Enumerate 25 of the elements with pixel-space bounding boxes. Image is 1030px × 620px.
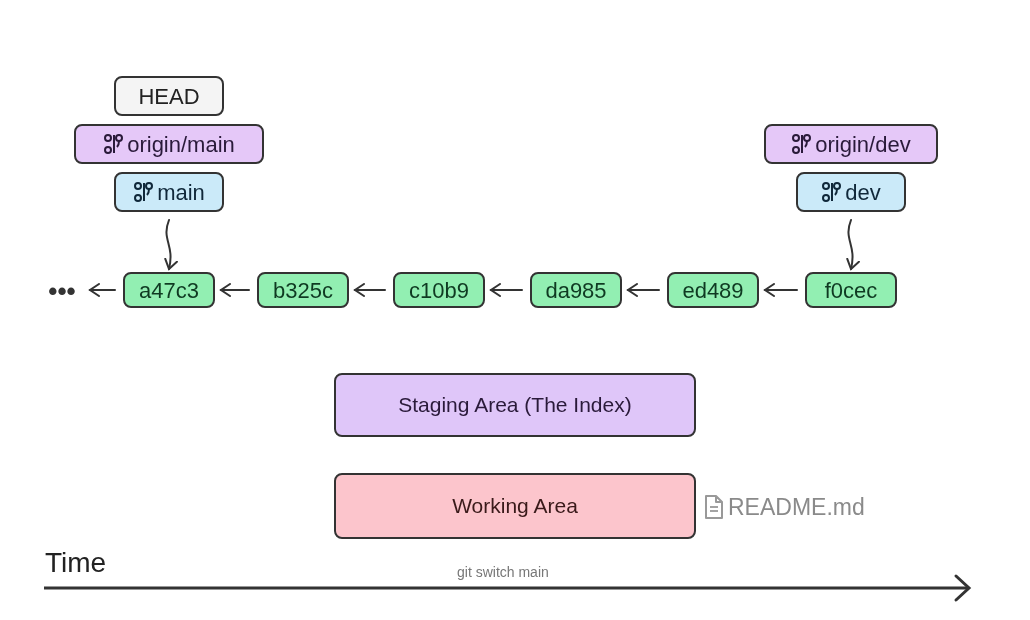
branch-label: dev xyxy=(796,172,906,212)
arrow xyxy=(220,283,250,297)
commit-box: b325c xyxy=(257,272,349,308)
arrow xyxy=(764,283,798,297)
commit-box: a47c3 xyxy=(123,272,215,308)
axis-title: Time xyxy=(45,546,107,580)
commit-box: c10b9 xyxy=(393,272,485,308)
arrow xyxy=(490,283,523,297)
arrow xyxy=(89,283,116,297)
arrow xyxy=(163,219,178,270)
arrow xyxy=(627,283,660,297)
remote-branch-label: origin/main xyxy=(74,124,264,164)
arrow xyxy=(354,283,386,297)
working-area-box: Working Area xyxy=(334,473,696,539)
arrow xyxy=(845,219,860,270)
ref-label: HEAD xyxy=(114,76,224,116)
staging-area-box: Staging Area (The Index) xyxy=(334,373,696,437)
remote-branch-label: origin/dev xyxy=(764,124,938,164)
commit-box: ed489 xyxy=(667,272,759,308)
command-text: git switch main xyxy=(457,563,549,582)
ellipsis-text: ••• xyxy=(40,276,84,306)
branch-label: main xyxy=(114,172,224,212)
file-name: README.md xyxy=(728,493,865,522)
commit-box: da985 xyxy=(530,272,622,308)
commit-box: f0cec xyxy=(805,272,897,308)
